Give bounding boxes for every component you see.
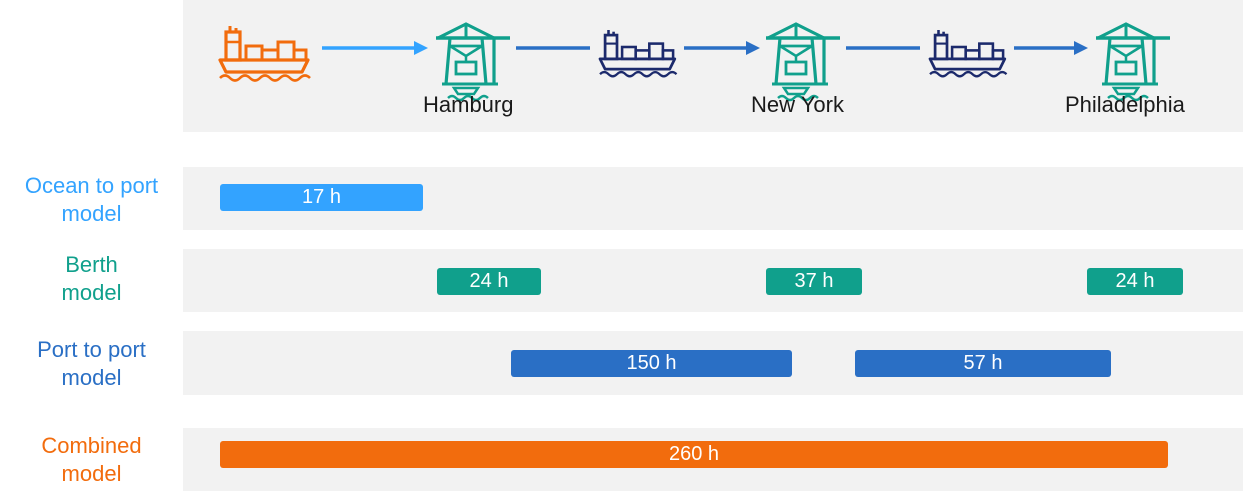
duration-bar-berth-new-york: 37 h <box>766 268 862 295</box>
duration-bar-berth-hamburg: 24 h <box>437 268 541 295</box>
port-crane-icon <box>1094 22 1172 102</box>
row-label-line: model <box>61 461 122 486</box>
arrow-icon <box>1014 41 1088 55</box>
row-label-ocean-to-port: Ocean to port model <box>0 172 183 228</box>
port-crane-icon <box>434 22 512 102</box>
cargo-ship-icon <box>218 24 312 83</box>
port-crane-icon <box>764 22 842 102</box>
row-label-line: model <box>61 201 122 226</box>
row-label-line: Port to port <box>37 337 146 362</box>
duration-bar-ocean-to-port: 17 h <box>220 184 423 211</box>
row-label-line: Ocean to port <box>24 173 159 198</box>
cargo-ship-icon <box>928 28 1008 78</box>
city-philadelphia: Philadelphia <box>1065 92 1185 117</box>
row-label-line: model <box>61 280 122 305</box>
city-hamburg: Hamburg <box>423 92 514 117</box>
row-label-port-to-port: Port to port model <box>0 336 183 392</box>
cargo-ship-icon <box>598 28 678 78</box>
row-label-berth: Berth model <box>0 251 183 307</box>
duration-bar-port-hamburg-new-york: 150 h <box>511 350 792 377</box>
duration-bar-berth-philadelphia: 24 h <box>1087 268 1183 295</box>
duration-bar-port-new-york-philadelphia: 57 h <box>855 350 1111 377</box>
city-new-york: New York <box>751 92 844 117</box>
row-label-line: Berth <box>65 252 118 277</box>
row-label-line: Combined <box>41 433 142 458</box>
route-band <box>183 0 1243 132</box>
row-band-berth <box>183 249 1243 312</box>
row-label-combined: Combined model <box>0 432 183 488</box>
duration-bar-combined: 260 h <box>220 441 1168 468</box>
arrow-icon <box>684 41 760 55</box>
route-diagram <box>218 22 1172 102</box>
arrow-icon <box>322 41 428 55</box>
row-label-line: model <box>61 365 122 390</box>
